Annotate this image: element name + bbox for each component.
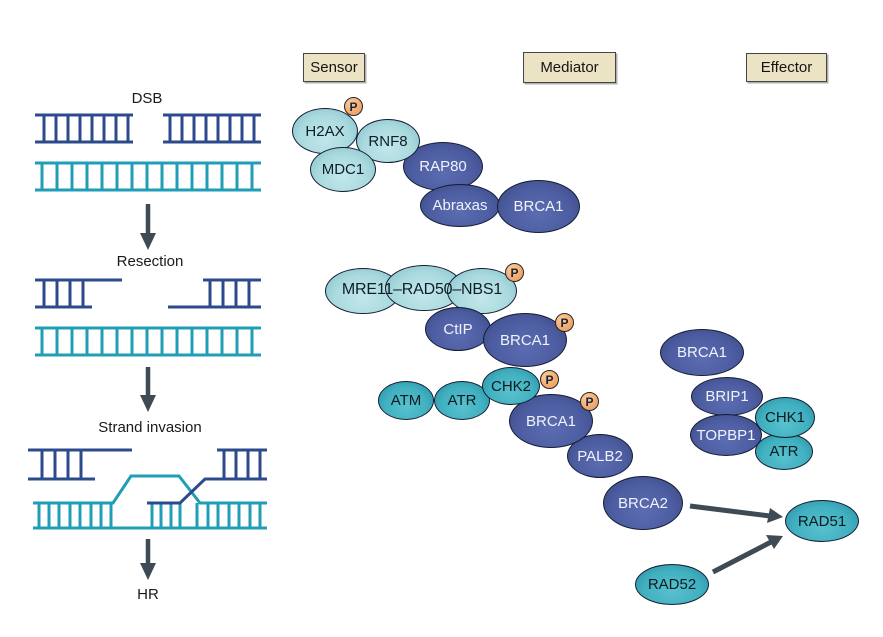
protein-mrn-label: MRE11–RAD50–NBS1	[341, 281, 503, 298]
phospho-badge-chk2: P	[540, 370, 559, 389]
protein-mdc1: MDC1	[310, 147, 376, 192]
protein-ctip: CtIP	[425, 307, 491, 351]
step-label-dsb: DSB	[131, 90, 163, 107]
dsb-broken-duplex	[35, 113, 261, 144]
protein-brca2: BRCA2	[603, 476, 683, 530]
protein-chk1: CHK1	[755, 397, 815, 438]
protein-brca1-effector: BRCA1	[660, 329, 744, 376]
protein-rnf8: RNF8	[356, 119, 420, 163]
resection-resected-duplex	[35, 278, 261, 309]
column-label-effector: Effector	[746, 53, 827, 82]
phospho-badge-mrn: P	[505, 263, 524, 282]
step-label-strand-invasion: Strand invasion	[98, 419, 202, 436]
arrow-brca2-to-rad51	[689, 503, 783, 523]
invasion-broken-duplex	[28, 448, 267, 505]
protein-brca1-ctip: BRCA1	[483, 313, 567, 367]
invasion-template-duplex	[33, 474, 267, 530]
phospho-badge-brca1-ctip: P	[555, 313, 574, 332]
protein-abraxas: Abraxas	[420, 184, 500, 227]
phospho-badge-brca1-palb2: P	[580, 392, 599, 411]
phospho-badge-h2ax: P	[344, 97, 363, 116]
column-label-mediator: Mediator	[523, 52, 616, 83]
flow-arrow-dsb-to-resection	[140, 204, 156, 250]
protein-brca1-a-complex: BRCA1	[497, 180, 580, 233]
protein-rad51: RAD51	[785, 500, 859, 542]
protein-h2ax: H2AX	[292, 108, 358, 154]
arrow-rad52-to-rad51	[711, 535, 783, 575]
step-label-hr: HR	[137, 586, 159, 603]
protein-atr: ATR	[434, 381, 490, 420]
protein-brca1-palb2: BRCA1	[509, 394, 593, 448]
protein-atr-effector: ATR	[755, 433, 813, 470]
column-label-sensor: Sensor	[303, 53, 365, 82]
protein-rad52: RAD52	[635, 564, 709, 605]
flow-arrow-invasion-to-hr	[140, 539, 156, 580]
protein-topbp1: TOPBP1	[690, 414, 762, 456]
protein-atm: ATM	[378, 381, 434, 420]
flow-arrow-resection-to-invasion	[140, 367, 156, 412]
step-label-resection: Resection	[116, 253, 184, 270]
protein-brip1: BRIP1	[691, 377, 763, 416]
resection-template-duplex	[35, 326, 261, 357]
dsb-template-duplex	[35, 161, 261, 192]
protein-chk2: CHK2	[482, 367, 540, 405]
